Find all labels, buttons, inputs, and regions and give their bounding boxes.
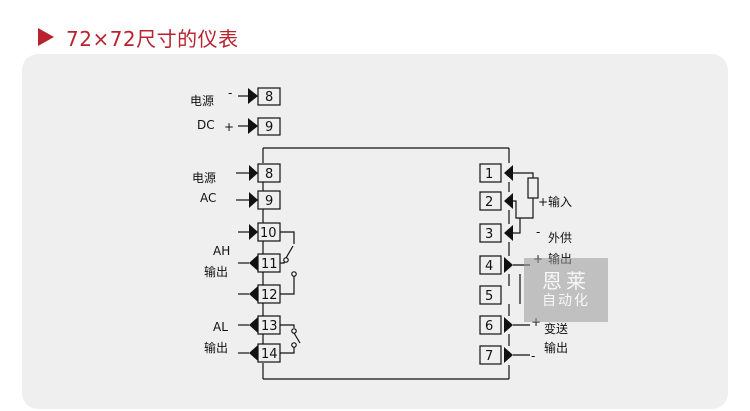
terminal-number: 7	[485, 349, 493, 364]
terminal-number: 2	[485, 195, 493, 210]
terminal-box	[479, 255, 502, 275]
ac-power-label: 电源	[192, 171, 216, 185]
terminal-arrow-icon	[249, 224, 258, 240]
watermark-logo: 恩莱 自动化	[524, 258, 608, 322]
dc-power-label: 电源	[190, 94, 214, 108]
supply-label: 外供	[548, 231, 572, 245]
ac-label: AC	[200, 191, 216, 205]
terminal-box	[257, 163, 281, 183]
ah-label: AH	[213, 244, 230, 258]
transmit-output-label: 输出	[544, 340, 568, 355]
terminal-number: 4	[485, 259, 493, 274]
terminal-number: 9	[265, 194, 273, 209]
al-relay-contact	[280, 324, 301, 354]
al-output-label: 输出	[204, 340, 228, 355]
terminal-box	[479, 163, 502, 183]
terminal-number: 9	[265, 120, 273, 135]
transmit-minus-sign: -	[531, 349, 535, 363]
section-header: 72×72尺寸的仪表	[38, 22, 239, 52]
terminal-number: 3	[485, 227, 493, 242]
terminal-arrow-icon	[249, 286, 258, 302]
terminal-arrow-icon	[504, 193, 513, 209]
terminal-arrow-icon	[249, 345, 258, 361]
terminal-box	[257, 87, 281, 106]
input-label: 输入	[548, 194, 572, 209]
terminal-number: 6	[485, 319, 493, 334]
terminal-box	[257, 117, 281, 136]
play-arrow-icon	[38, 28, 54, 46]
left-terminal-column: 8 9 10 11 12 13 14	[236, 163, 281, 363]
terminal-arrow-icon	[504, 317, 513, 333]
terminal-arrow-icon	[249, 317, 258, 333]
ah-output-label: 输出	[204, 264, 228, 279]
terminal-box	[479, 345, 502, 365]
terminal-number: 5	[485, 289, 493, 304]
terminal-box	[479, 315, 502, 335]
right-terminal-column: 1 2 3 4 5 6 7	[479, 163, 521, 365]
dc-label: DC	[197, 118, 215, 132]
terminal-arrow-icon	[504, 225, 513, 241]
input-plus-sign: +	[538, 195, 548, 209]
transmit-plus-sign: +	[531, 315, 541, 329]
dc-plus-sign: +	[224, 120, 234, 134]
ah-relay-contact	[280, 231, 297, 295]
terminal-arrow-icon	[248, 88, 258, 104]
terminal-arrow-icon	[504, 165, 513, 181]
terminal-number: 11	[261, 257, 278, 272]
terminal-number: 13	[261, 319, 278, 334]
terminal-box	[479, 191, 502, 211]
terminal-number: 8	[265, 167, 273, 182]
terminal-arrow-icon	[249, 255, 258, 271]
terminal-number: 10	[260, 226, 277, 241]
diagram-panel	[22, 54, 728, 409]
al-label: AL	[213, 320, 228, 334]
dc-terminal-block: 8 9	[238, 87, 281, 136]
terminal-box	[479, 285, 502, 305]
terminal-number: 8	[265, 90, 273, 105]
terminal-box	[257, 190, 281, 210]
transmit-label: 变送	[544, 321, 568, 336]
terminal-arrow-icon	[249, 192, 258, 208]
input-sensor-wiring	[513, 172, 539, 234]
terminal-arrow-icon	[504, 257, 513, 273]
terminal-number: 12	[261, 288, 278, 303]
dc-minus-sign: -	[228, 86, 232, 100]
page-title: 72×72尺寸的仪表	[66, 26, 239, 51]
terminal-number: 1	[485, 167, 493, 182]
terminal-number: 14	[261, 347, 278, 362]
supply-minus-sign: -	[536, 225, 540, 239]
terminal-box	[479, 223, 502, 243]
terminal-arrow-icon	[249, 165, 258, 181]
terminal-arrow-icon	[248, 118, 258, 134]
terminal-arrow-icon	[504, 347, 513, 363]
resistor-icon	[527, 177, 539, 199]
